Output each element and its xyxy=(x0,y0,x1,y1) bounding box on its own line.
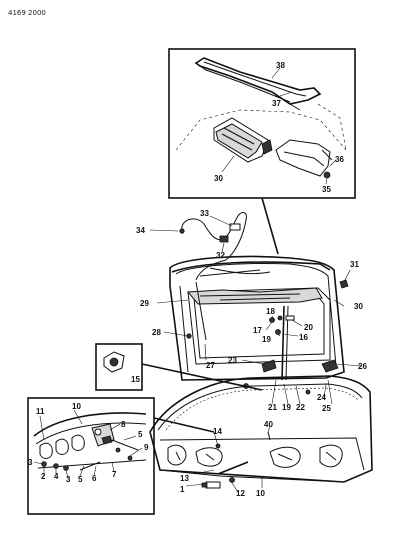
callout-12: 12 xyxy=(236,489,245,498)
callout-5-lower: 5 xyxy=(78,475,83,484)
lamp-assembly-part xyxy=(213,117,273,163)
callout-31: 31 xyxy=(350,260,359,269)
callout-17: 17 xyxy=(253,326,262,335)
callout-3: 3 xyxy=(28,458,33,467)
top-detail-inset xyxy=(168,48,356,199)
callout-30: 30 xyxy=(354,302,363,311)
document-id: 4169 2000 xyxy=(8,9,46,17)
callout-24: 24 xyxy=(317,393,326,402)
callout-7: 7 xyxy=(112,470,117,479)
inset-connector xyxy=(261,197,279,255)
callout-38: 38 xyxy=(276,61,285,70)
callout-labels: 38 37 30 36 35 33 34 32 31 29 30 18 20 1… xyxy=(28,61,367,498)
liftgate xyxy=(169,255,349,381)
callout-25: 25 xyxy=(322,404,331,413)
callout-33: 33 xyxy=(200,209,209,218)
callout-30-inset: 30 xyxy=(214,174,223,183)
callout-19-upper: 19 xyxy=(262,335,271,344)
spoiler-part xyxy=(194,57,322,111)
latch-detail-inset xyxy=(27,397,155,515)
callout-1: 1 xyxy=(180,485,185,494)
latch-connector xyxy=(153,417,215,433)
body-opening xyxy=(149,375,373,489)
callout-14: 14 xyxy=(213,427,222,436)
callout-13: 13 xyxy=(180,474,189,483)
callout-16: 16 xyxy=(299,333,308,342)
bumper-detail-inset xyxy=(95,343,263,391)
callout-35: 35 xyxy=(322,185,331,194)
leader-lines xyxy=(33,269,363,493)
callout-15: 15 xyxy=(131,375,140,384)
callout-8: 8 xyxy=(121,420,126,429)
callout-5-upper: 5 xyxy=(138,430,143,439)
callout-10-inset: 10 xyxy=(72,402,81,411)
side-lamp-part xyxy=(275,139,333,179)
callout-2: 2 xyxy=(41,472,46,481)
callout-11: 11 xyxy=(36,407,45,416)
cable-assembly xyxy=(149,212,247,281)
callout-26: 26 xyxy=(358,362,367,371)
callout-9: 9 xyxy=(144,443,149,452)
callout-40: 40 xyxy=(264,420,273,429)
callout-27: 27 xyxy=(206,361,215,370)
callout-22: 22 xyxy=(296,403,305,412)
callout-20: 20 xyxy=(304,323,313,332)
callout-29: 29 xyxy=(140,299,149,308)
callout-19-lower: 19 xyxy=(282,403,291,412)
callout-23: 23 xyxy=(228,356,237,365)
callout-21: 21 xyxy=(268,403,277,412)
callout-28: 28 xyxy=(152,328,161,337)
callout-10-body: 10 xyxy=(256,489,265,498)
callout-3b-ref: 3 xyxy=(66,475,71,484)
callout-4: 4 xyxy=(54,472,59,481)
callout-34: 34 xyxy=(136,226,145,235)
callout-6: 6 xyxy=(92,474,97,483)
callout-36: 36 xyxy=(335,155,344,164)
callout-18: 18 xyxy=(266,307,275,316)
callout-32: 32 xyxy=(216,251,225,260)
callout-37: 37 xyxy=(272,99,281,108)
